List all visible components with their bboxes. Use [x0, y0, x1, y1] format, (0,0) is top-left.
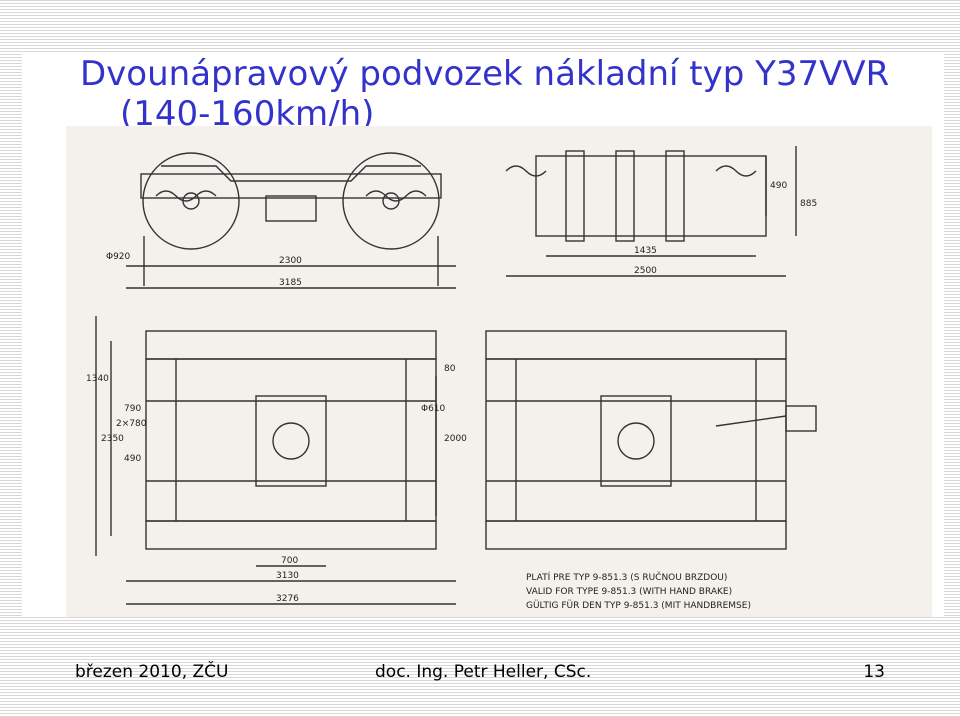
- dim-wheel-diameter: Φ920: [106, 252, 131, 262]
- dim-2000: 2000: [444, 434, 467, 444]
- dim-3130: 3130: [276, 571, 299, 581]
- dim-wheelbase: 2300: [279, 256, 302, 266]
- background-stripes-bottom: [0, 617, 960, 717]
- dim-80: 80: [444, 364, 456, 374]
- dim-3276: 3276: [276, 594, 299, 604]
- side-view: [126, 152, 456, 289]
- dim-1340: 1340: [86, 374, 109, 384]
- footer-date: březen 2010, ZČU: [75, 662, 229, 682]
- footer-page-number: 13: [863, 662, 885, 682]
- dim-track: 1435: [634, 246, 657, 256]
- background-stripes-right: [944, 54, 960, 617]
- dim-610: Φ610: [421, 404, 446, 414]
- note-line-3: GÜLTIG FÜR DEN TYP 9-851.3 (MIT HANDBREM…: [526, 600, 751, 611]
- dim-overall-length: 3185: [279, 278, 302, 288]
- dim-height-490: 490: [770, 181, 787, 191]
- bogie-technical-drawing: Φ920 2300 3185 1435 2500 490 885 1340 23…: [66, 126, 932, 617]
- slide-footer: březen 2010, ZČU doc. Ing. Petr Heller, …: [0, 656, 960, 686]
- dim-490b: 490: [124, 454, 141, 464]
- slide-title: Dvounápravový podvozek nákladní typ Y37V…: [80, 54, 900, 134]
- dim-height-885: 885: [800, 199, 817, 209]
- title-line-1: Dvounápravový podvozek nákladní typ Y37V…: [80, 54, 890, 94]
- plan-view-left: [95, 316, 456, 605]
- dim-2350: 2350: [101, 434, 124, 444]
- plan-view-right: [485, 330, 817, 550]
- dim-790: 790: [124, 404, 141, 414]
- note-line-1: PLATÍ PRE TYP 9-851.3 (S RUČNOU BRZDOU): [526, 571, 727, 583]
- front-view: [505, 146, 797, 277]
- background-stripes-top: [0, 0, 960, 54]
- drawing-svg: Φ920 2300 3185 1435 2500 490 885 1340 23…: [86, 146, 817, 611]
- dim-width-top: 2500: [634, 266, 657, 276]
- background-stripes-left: [0, 54, 22, 617]
- footer-author: doc. Ing. Petr Heller, CSc.: [375, 662, 592, 682]
- note-line-2: VALID FOR TYPE 9-851.3 (WITH HAND BRAKE): [526, 587, 732, 597]
- dim-700: 700: [281, 556, 298, 566]
- dim-2x780: 2×780: [116, 419, 147, 429]
